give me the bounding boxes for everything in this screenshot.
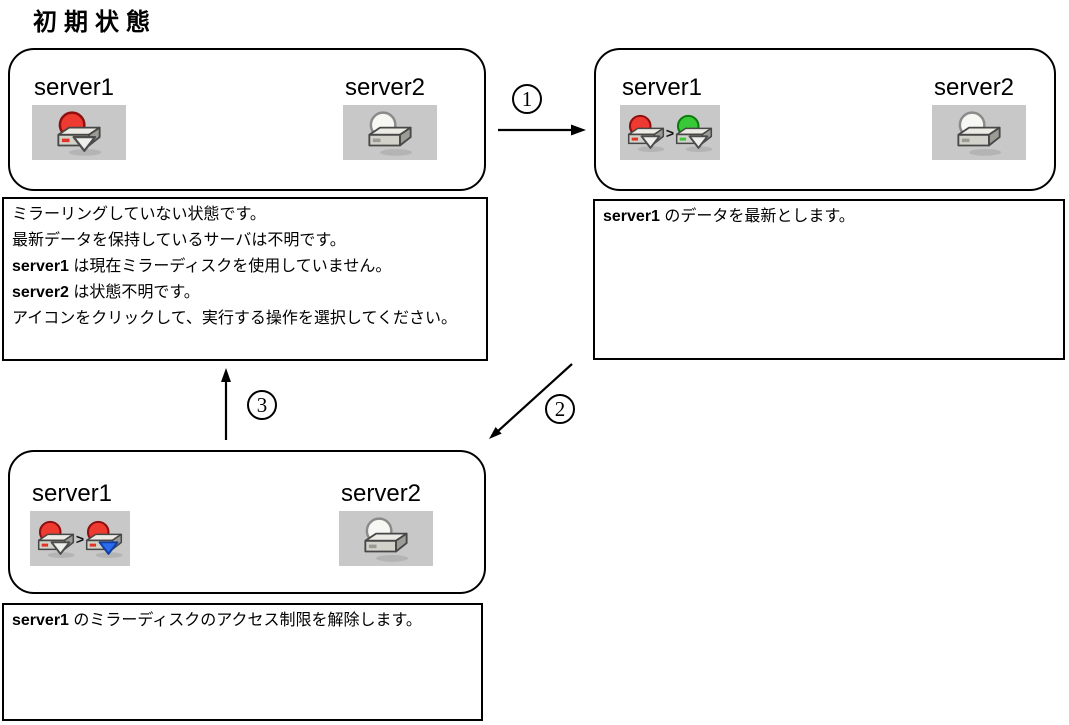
description-line: ミラーリングしていない状態です。: [12, 206, 266, 223]
disk-error-icon: [624, 112, 668, 153]
description-line: server1 のミラーディスクのアクセス制限を解除します。: [12, 612, 422, 629]
step-2-badge: 2: [545, 394, 575, 424]
server1-label: server1: [622, 74, 703, 101]
disk-error-icon: [53, 108, 105, 157]
server1-block: server1: [32, 74, 126, 160]
server-name-strong: server1: [603, 208, 660, 225]
arrow-step1-right: [498, 124, 586, 136]
step-3-badge: 3: [247, 390, 277, 420]
description-line: server2 は状態不明です。: [12, 284, 200, 301]
mirror-disk-unknown-icon: [343, 105, 437, 160]
server1-label: server1: [34, 74, 115, 101]
server2-label: server2: [934, 74, 1015, 101]
server1-block: server1 >: [30, 480, 130, 566]
disk-unknown-icon: [364, 108, 416, 157]
mirror-disk-unknown-icon: [932, 105, 1026, 160]
description-box-latest-data: server1 のデータを最新とします。: [593, 199, 1065, 360]
disk-normal-icon: [672, 112, 716, 153]
arrow-step2-diagonal: [489, 363, 573, 439]
mirror-disk-unknown-icon: [339, 511, 433, 566]
arrow-step3-up: [221, 368, 231, 440]
server-name-strong: server1: [12, 612, 69, 629]
server-name-strong: server2: [12, 284, 69, 301]
server2-block: server2: [339, 480, 433, 566]
state-box-access-unlocked: server1 > server2: [8, 450, 486, 594]
disk-unknown-icon: [953, 108, 1005, 157]
mirror-disk-error-to-normal-icon: >: [620, 105, 720, 160]
description-line: 最新データを保持しているサーバは不明です。: [12, 232, 346, 249]
description-line: server1 のデータを最新とします。: [603, 208, 855, 225]
server2-label: server2: [341, 480, 422, 507]
description-line: server1 は現在ミラーディスクを使用していません。: [12, 258, 392, 275]
disk-error-icon: [34, 518, 78, 559]
description-box-initial: ミラーリングしていない状態です。 最新データを保持しているサーバは不明です。 s…: [2, 197, 488, 361]
server2-label: server2: [345, 74, 426, 101]
server-name-strong: server1: [12, 258, 69, 275]
disk-unknown-icon: [360, 514, 412, 563]
transition-separator: >: [75, 530, 85, 547]
page-title: 初期状態: [33, 9, 157, 36]
state-box-initial: server1 server2: [8, 48, 486, 191]
description-line: アイコンをクリックして、実行する操作を選択してください。: [12, 310, 457, 327]
state-box-latest-data: server1 > server2: [594, 48, 1056, 191]
server2-block: server2: [343, 74, 437, 160]
description-box-access-unlocked: server1 のミラーディスクのアクセス制限を解除します。: [2, 603, 483, 721]
server1-block: server1 >: [620, 74, 720, 160]
transition-separator: >: [665, 124, 675, 141]
mirror-disk-error-icon: [32, 105, 126, 160]
server2-block: server2: [932, 74, 1026, 160]
mirror-disk-error-to-access-unlocked-icon: >: [30, 511, 130, 566]
disk-error-active-icon: [82, 518, 126, 559]
server1-label: server1: [32, 480, 113, 507]
step-1-badge: 1: [512, 84, 542, 114]
